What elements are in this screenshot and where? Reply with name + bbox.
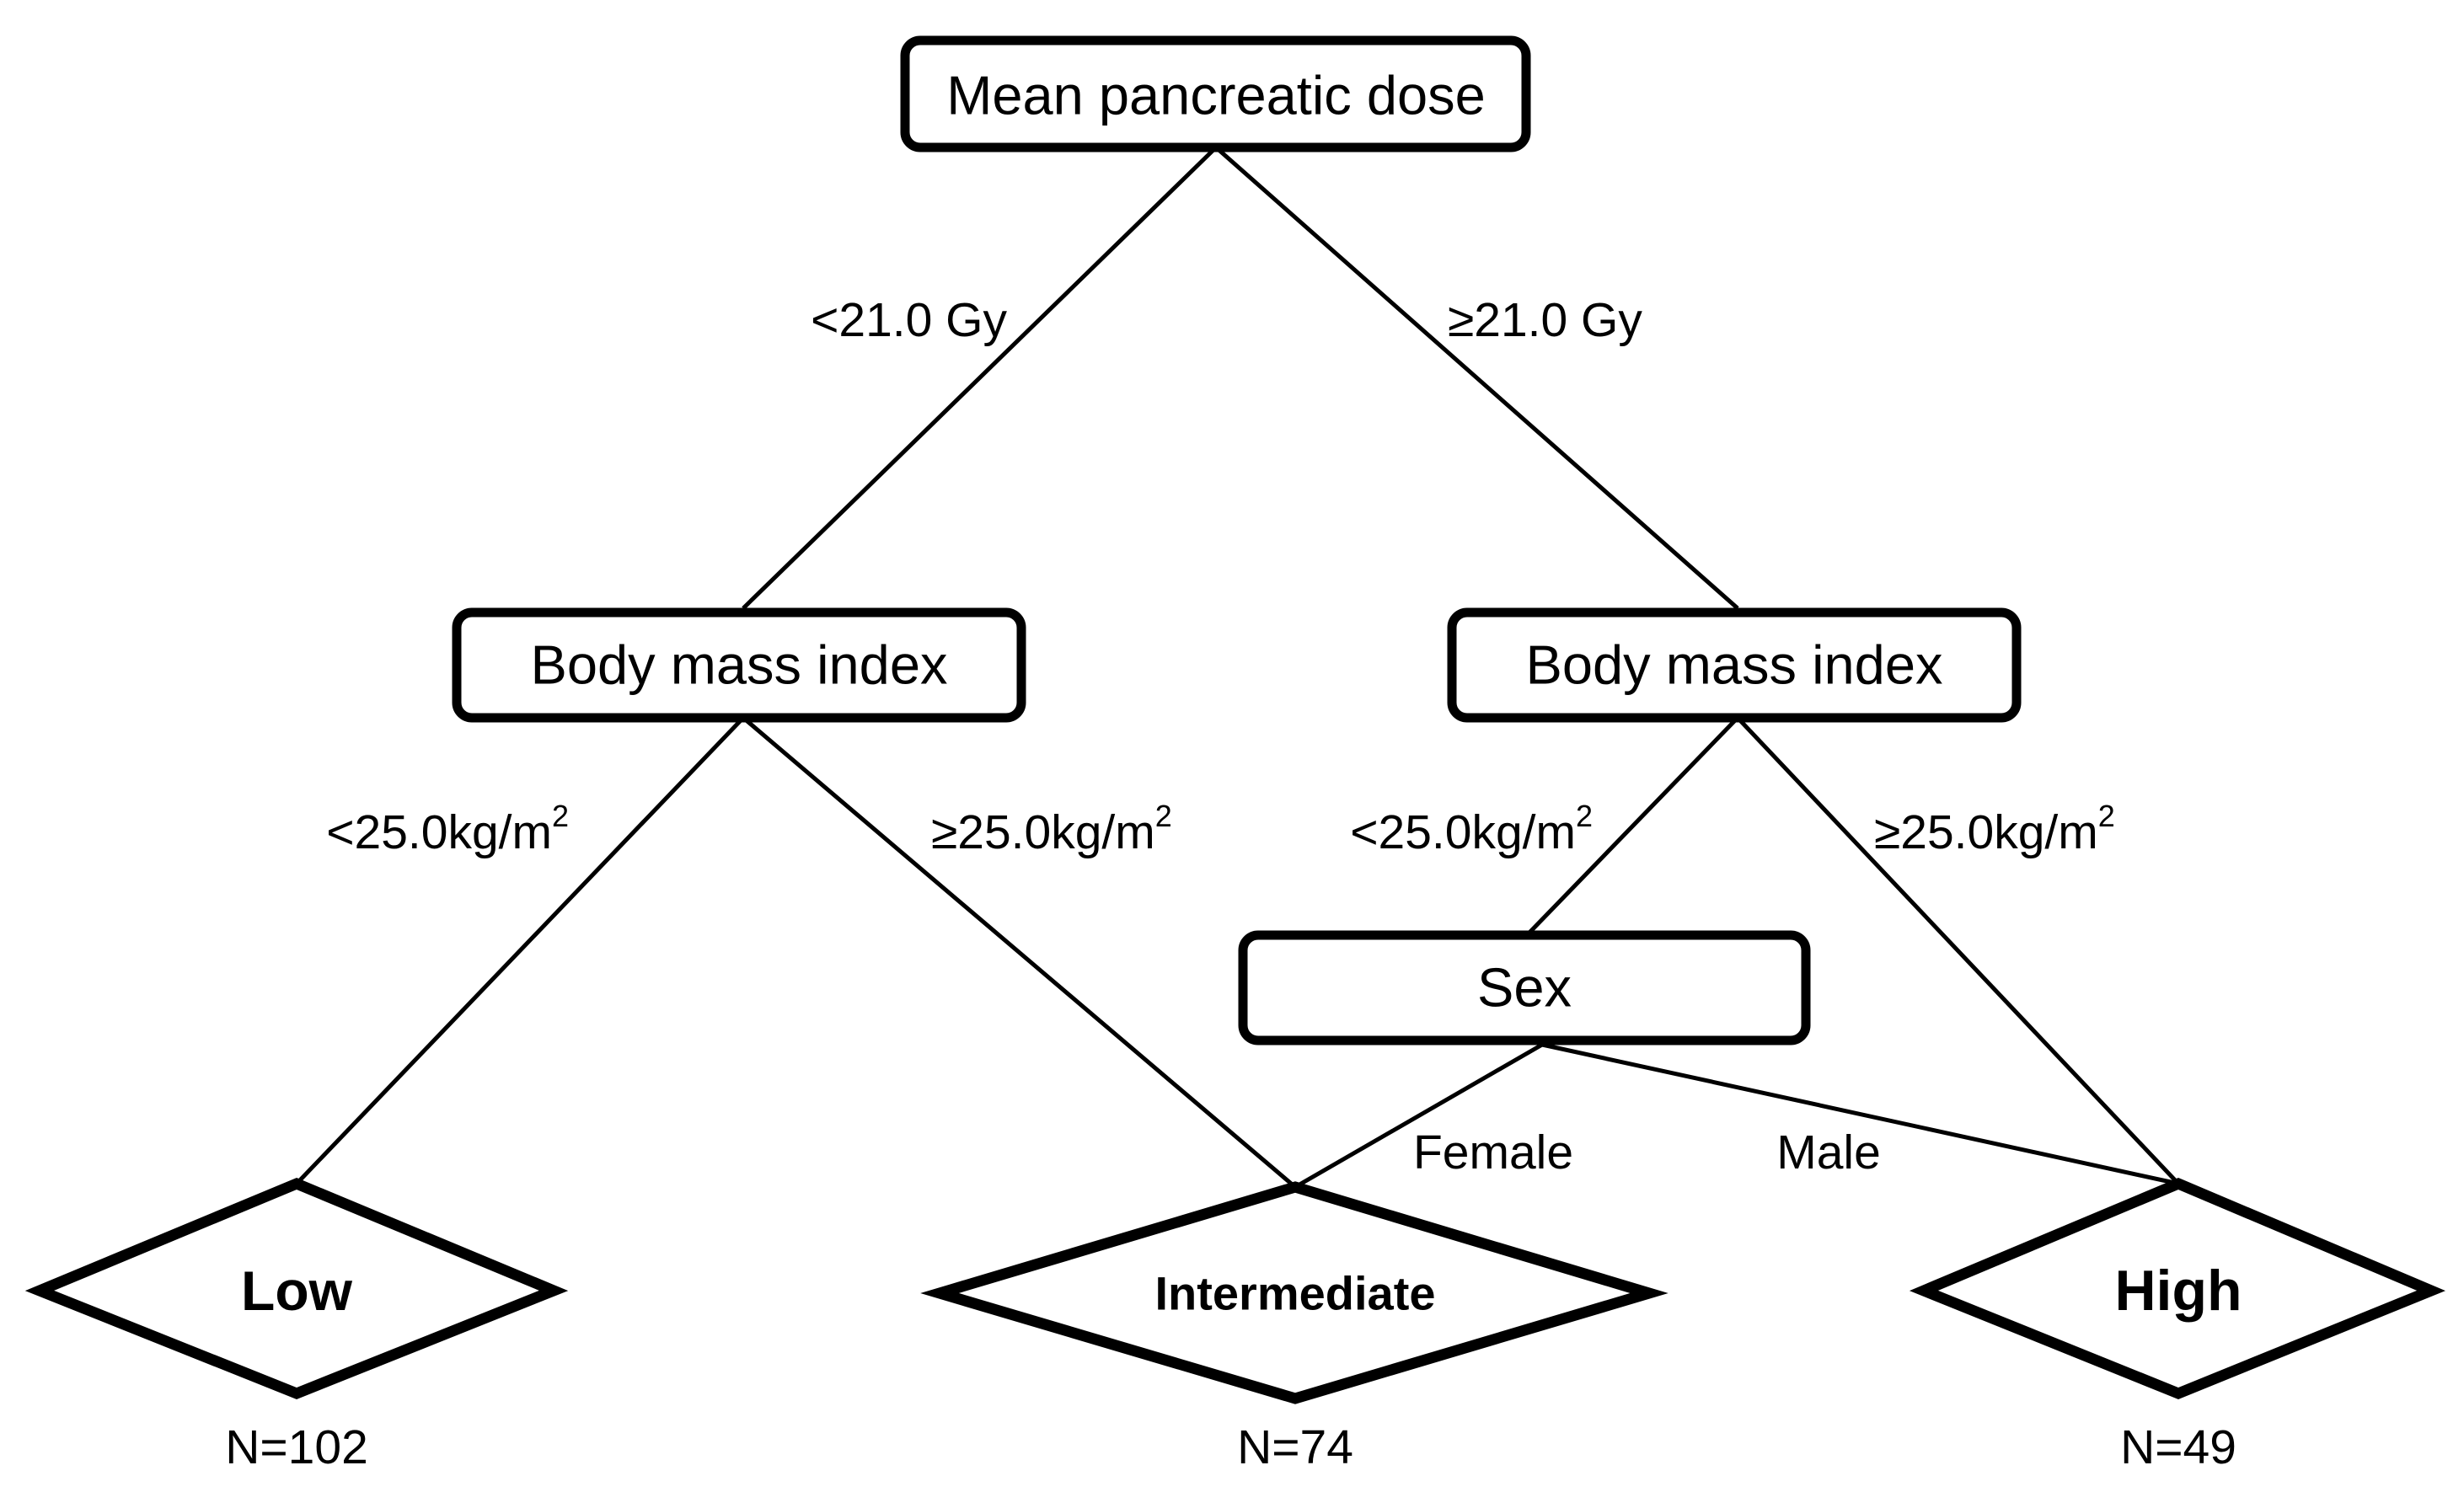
right-bmi-node: Body mass index (1447, 607, 2022, 723)
edge-label-left-bmi-high-superscript: 2 (1155, 799, 1172, 833)
root-node-label: Mean pancreatic dose (946, 65, 1486, 126)
edge-label-right-bmi-low-base: <25.0kg/m (1350, 805, 1576, 859)
count-high: N=49 (2120, 1420, 2236, 1474)
edge-label-right-bmi-high-base: ≥25.0kg/m (1874, 805, 2098, 859)
edge-label-left-bmi-low-superscript: 2 (552, 799, 569, 833)
leaf-low-label: Low (241, 1259, 353, 1322)
edge-label-left-bmi-high-base: ≥25.0kg/m (931, 805, 1155, 859)
right-bmi-node-label: Body mass index (1526, 634, 1943, 696)
count-intermediate: N=74 (1237, 1420, 1353, 1474)
edge-label-left-bmi-high: ≥25.0kg/m2 (931, 799, 1172, 860)
edge-sex-to-intermediate (1294, 1042, 1544, 1190)
edge-label-dose-low: <21.0 Gy (811, 293, 1007, 347)
edge-label-right-bmi-high: ≥25.0kg/m2 (1874, 799, 2115, 860)
edge-root-to-right-bmi (1214, 146, 1739, 610)
edge-label-right-bmi-high-superscript: 2 (2098, 799, 2115, 833)
sample-counts: N=102 N=74 N=49 (225, 1420, 2236, 1474)
tree-connectors (295, 146, 2180, 1190)
edge-label-left-bmi-low-base: <25.0kg/m (326, 805, 552, 859)
edge-label-right-bmi-low: <25.0kg/m2 (1350, 799, 1593, 860)
left-bmi-node: Body mass index (452, 607, 1026, 723)
left-bmi-node-label: Body mass index (531, 634, 948, 696)
left-bmi-node-box (452, 607, 1026, 723)
edge-label-male: Male (1776, 1126, 1881, 1179)
leaf-high-label: High (2114, 1259, 2242, 1323)
edge-label-right-bmi-low-superscript: 2 (1576, 799, 1593, 833)
sex-node-label: Sex (1477, 957, 1572, 1019)
right-bmi-node-box (1447, 607, 2022, 723)
leaf-high-diamond (1909, 1177, 2445, 1400)
edge-left-bmi-to-intermediate (742, 716, 1297, 1189)
edge-right-bmi-to-sex (1525, 716, 1739, 937)
edge-label-dose-high: ≥21.0 Gy (1448, 293, 1642, 347)
sex-node-box (1238, 930, 1811, 1045)
edge-label-female: Female (1413, 1126, 1573, 1179)
edge-right-bmi-to-high (1736, 716, 2180, 1185)
leaf-low-diamond (24, 1177, 569, 1400)
leaf-intermediate-diamond (920, 1181, 1669, 1404)
edge-sex-to-high (1541, 1042, 2179, 1186)
sex-node: Sex (1238, 930, 1811, 1045)
leaf-high: High (1909, 1177, 2445, 1400)
edge-left-bmi-to-low (295, 716, 745, 1185)
root-node-box (900, 35, 1531, 152)
edge-root-to-left-bmi (742, 146, 1218, 610)
edge-labels: <21.0 Gy ≥21.0 Gy <25.0kg/m2 ≥25.0kg/m2 … (326, 293, 2115, 1179)
leaf-intermediate-label: Intermediate (1155, 1267, 1436, 1320)
edge-label-left-bmi-low: <25.0kg/m2 (326, 799, 569, 860)
leaf-intermediate: Intermediate (920, 1181, 1669, 1404)
count-low: N=102 (225, 1420, 368, 1474)
root-node: Mean pancreatic dose (900, 35, 1531, 152)
leaf-low: Low (24, 1177, 569, 1400)
